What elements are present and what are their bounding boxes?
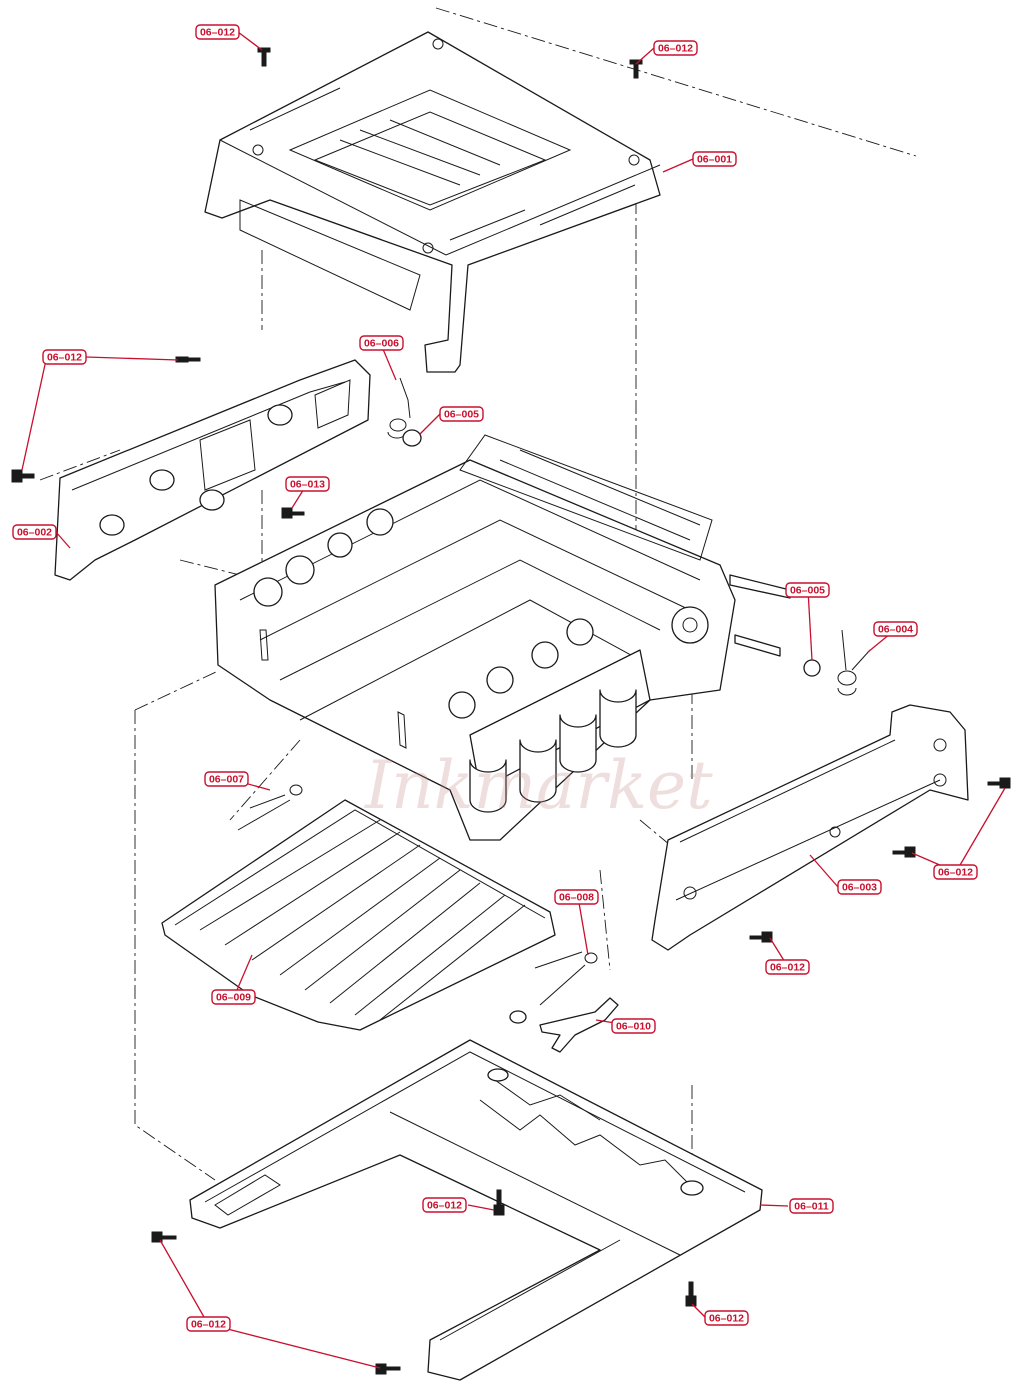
callout-06-001: 06–001	[692, 151, 737, 167]
callout-06-012-right-frame: 06–012	[933, 864, 978, 880]
svg-text:06–012: 06–012	[191, 1319, 226, 1331]
svg-text:06–012: 06–012	[938, 867, 973, 879]
part-right-frame	[651, 704, 969, 951]
part-springs	[237, 377, 871, 1053]
svg-text:06–012: 06–012	[770, 962, 805, 974]
callout-06-012-base-left: 06–012	[186, 1316, 231, 1332]
callout-06-004: 06–004	[873, 621, 918, 637]
svg-text:06–007: 06–007	[209, 774, 244, 786]
svg-text:06–001: 06–001	[697, 154, 732, 166]
callout-06-012-left-frame: 06–012	[42, 349, 87, 365]
svg-text:06–010: 06–010	[616, 1021, 651, 1033]
part-roller-assembly	[214, 434, 791, 841]
callout-06-005-right: 06–005	[785, 582, 830, 598]
part-left-frame	[54, 359, 371, 581]
callout-06-011: 06–011	[789, 1198, 834, 1214]
svg-text:06–002: 06–002	[17, 527, 52, 539]
svg-text:06–009: 06–009	[216, 992, 251, 1004]
callout-06-012-right-lower: 06–012	[765, 959, 810, 975]
svg-text:06–005: 06–005	[444, 409, 479, 421]
callout-06-012-base-right: 06–012	[704, 1310, 749, 1326]
callout-06-010: 06–010	[611, 1018, 656, 1034]
svg-text:06–012: 06–012	[47, 352, 82, 364]
svg-text:06–012: 06–012	[200, 27, 235, 39]
callout-06-008: 06–008	[554, 889, 599, 905]
callout-06-005-upper: 06–005	[439, 406, 484, 422]
svg-text:06–006: 06–006	[364, 338, 399, 350]
callout-06-013: 06–013	[285, 476, 330, 492]
svg-text:06–012: 06–012	[658, 43, 693, 55]
svg-text:06–008: 06–008	[559, 892, 594, 904]
callout-06-002: 06–002	[12, 524, 57, 540]
assembly-guides	[39, 7, 917, 1190]
callout-06-007: 06–007	[204, 771, 249, 787]
callout-06-006: 06–006	[359, 335, 404, 351]
callout-06-009: 06–009	[211, 989, 256, 1005]
callout-06-003: 06–003	[837, 879, 882, 895]
callout-06-012-base-center: 06–012	[422, 1197, 467, 1213]
svg-text:06–011: 06–011	[794, 1201, 829, 1213]
svg-text:06–012: 06–012	[709, 1313, 744, 1325]
screws	[11, 47, 1011, 1375]
callout-06-012-top-right: 06–012	[653, 40, 698, 56]
part-top-cover	[204, 31, 661, 373]
callout-06-012-top-left: 06–012	[195, 24, 240, 40]
svg-text:06–012: 06–012	[427, 1200, 462, 1212]
svg-text:06–013: 06–013	[290, 479, 325, 491]
svg-text:06–005: 06–005	[790, 585, 825, 597]
svg-text:06–004: 06–004	[878, 624, 913, 636]
watermark-text: Inkmarket	[364, 747, 713, 824]
svg-text:06–003: 06–003	[842, 882, 877, 894]
part-base-frame	[189, 1039, 763, 1381]
part-paper-guide	[161, 799, 556, 1031]
